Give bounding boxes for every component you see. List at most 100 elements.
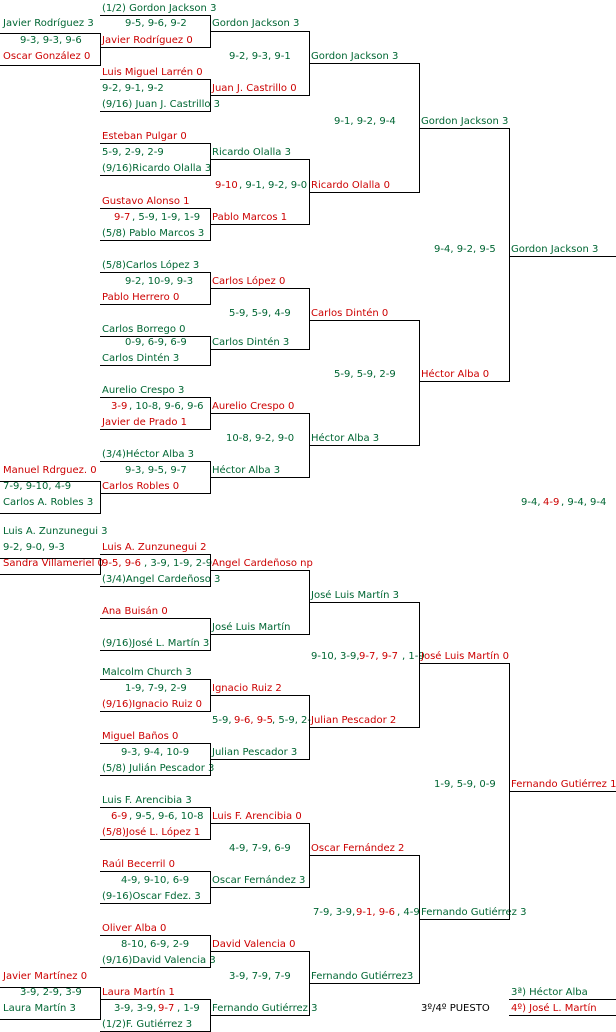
bracket-entry: (1/2)F. Gutiérrez 3: [102, 1019, 193, 1030]
bracket-entry: Carlos Borrego 0: [102, 324, 186, 335]
bracket-entry: Ricardo Olalla 3: [212, 147, 291, 158]
bracket-line: [100, 558, 101, 575]
bracket-entry: 5-9,: [212, 715, 232, 726]
bracket-entry: David Valencia 0: [212, 939, 296, 950]
bracket-entry: (9/16)David Valencia 3: [102, 955, 216, 966]
bracket-entry: 5-9, 5-9, 2-9: [334, 369, 396, 380]
bracket-line: [100, 967, 210, 968]
bracket-entry: 9-4, 9-2, 9-5: [434, 244, 496, 255]
bracket-entry: , 9-4, 9-4: [561, 497, 607, 508]
bracket-entry: Héctor Alba 3: [212, 465, 281, 476]
bracket-entry: Gordon Jackson 3: [311, 51, 399, 62]
bracket-line: [210, 336, 211, 366]
bracket-entry: 9-2, 9-0, 9-3: [3, 542, 65, 553]
bracket-entry: Héctor Alba 0: [421, 369, 490, 380]
bracket-entry: Laura Martín 3: [3, 1003, 76, 1014]
bracket-line: [100, 397, 210, 398]
bracket-entry: 3-9, 3-9,: [114, 1003, 157, 1014]
bracket-line: [419, 919, 509, 920]
bracket-entry: Gordon Jackson 3: [212, 18, 300, 29]
bracket-line: [100, 618, 210, 619]
bracket-line: [509, 128, 510, 382]
bracket-line: [509, 791, 616, 792]
bracket-entry: 3-9, 2-9, 3-9: [20, 987, 82, 998]
bracket-entry: Gordon Jackson 3: [421, 116, 509, 127]
bracket-line: [210, 159, 309, 160]
bracket-line: [100, 240, 210, 241]
bracket-line: [100, 554, 210, 555]
bracket-line: [100, 999, 210, 1000]
bracket-line: [100, 272, 210, 273]
bracket-entry: 9-6, 9-5: [234, 715, 274, 726]
bracket-line: [419, 381, 509, 382]
bracket-entry: 1-9, 7-9, 2-9: [125, 683, 187, 694]
bracket-entry: (5/8) Julián Pescador 3: [102, 763, 215, 774]
bracket-entry: Angel Cardeñoso np: [212, 558, 313, 569]
bracket-line: [509, 999, 616, 1000]
bracket-line: [210, 759, 309, 760]
bracket-line: [100, 839, 210, 840]
bracket-line: [210, 951, 309, 952]
bracket-entry: (1/2) Gordon Jackson 3: [102, 3, 217, 14]
bracket-entry: Sandra Villameriel 0: [3, 558, 104, 569]
bracket-entry: Javier Rodríguez 3: [3, 18, 94, 29]
bracket-entry: 8-10, 6-9, 2-9: [121, 939, 190, 950]
bracket-line: [210, 224, 309, 225]
bracket-entry: Javier Martínez 0: [3, 971, 88, 982]
bracket-entry: Oscar González 0: [3, 51, 91, 62]
bracket-entry: Carlos Dintén 3: [212, 337, 290, 348]
bracket-line: [100, 47, 210, 48]
bracket-line: [100, 336, 210, 337]
bracket-entry: (9-16)Oscar Fdez. 3: [102, 891, 201, 902]
bracket-line: [309, 445, 419, 446]
bracket-line: [100, 871, 210, 872]
bracket-entry: José Luis Martín 3: [311, 590, 399, 601]
bracket-entry: Luis A. Zunzunegui 2: [102, 542, 207, 553]
bracket-entry: (9/16)Ignacio Ruiz 0: [102, 699, 202, 710]
bracket-entry: Luis A. Zunzunegui 3: [3, 526, 108, 537]
bracket-line: [309, 288, 310, 350]
bracket-entry: (9/16)Ricardo Olalla 3: [102, 163, 212, 174]
bracket-line: [419, 602, 420, 728]
bracket-entry: Laura Martín 1: [102, 987, 175, 998]
bracket-line: [100, 461, 210, 462]
bracket-line: [100, 429, 210, 430]
bracket-entry: , 4-9: [397, 907, 420, 918]
bracket-entry: Luis F. Arencibia 0: [212, 811, 302, 822]
bracket-entry: 3º/4º PUESTO: [421, 1003, 490, 1014]
bracket-entry: Oliver Alba 0: [102, 923, 167, 934]
bracket-entry: Julian Pescador 2: [311, 715, 397, 726]
bracket-entry: 7-9, 9-10, 4-9: [3, 481, 72, 492]
bracket-line: [100, 175, 210, 176]
bracket-line: [100, 365, 210, 366]
bracket-line: [100, 208, 210, 209]
bracket-entry: Raúl Becerril 0: [102, 859, 175, 870]
bracket-line: [419, 320, 420, 446]
bracket-line: [210, 288, 309, 289]
bracket-entry: Ana Buisán 0: [102, 606, 168, 617]
bracket-entry: José Luis Martín 0: [421, 651, 509, 662]
bracket-entry: Oscar Fernández 3: [212, 875, 306, 886]
bracket-line: [100, 743, 210, 744]
bracket-entry: Fernando Gutiérrez 3: [212, 1003, 318, 1014]
bracket-entry: Fernando Gutiérrez 3: [421, 907, 527, 918]
bracket-line: [309, 855, 419, 856]
bracket-line: [210, 349, 309, 350]
bracket-line: [0, 1019, 100, 1020]
bracket-entry: 9-7, 9-7: [359, 651, 399, 662]
bracket-entry: 4-9, 7-9, 6-9: [229, 843, 291, 854]
bracket-entry: 9-7: [158, 1003, 175, 1014]
bracket-entry: , 1-9: [177, 1003, 200, 1014]
bracket-line: [100, 679, 210, 680]
bracket-line: [100, 650, 210, 651]
bracket-line: [100, 15, 210, 16]
bracket-entry: 9-10, 3-9,: [311, 651, 360, 662]
bracket-entry: Oscar Fernández 2: [311, 843, 405, 854]
bracket-entry: (5/8) Pablo Marcos 3: [102, 228, 205, 239]
bracket-entry: 9-5, 9-6: [102, 558, 142, 569]
bracket-entry: 9-5, 9-6, 9-2: [125, 18, 187, 29]
bracket-entry: Fernando Gutiérrez3: [311, 971, 414, 982]
bracket-entry: Luis Miguel Larrén 0: [102, 67, 203, 78]
bracket-entry: Julian Pescador 3: [212, 747, 298, 758]
bracket-line: [0, 987, 100, 988]
